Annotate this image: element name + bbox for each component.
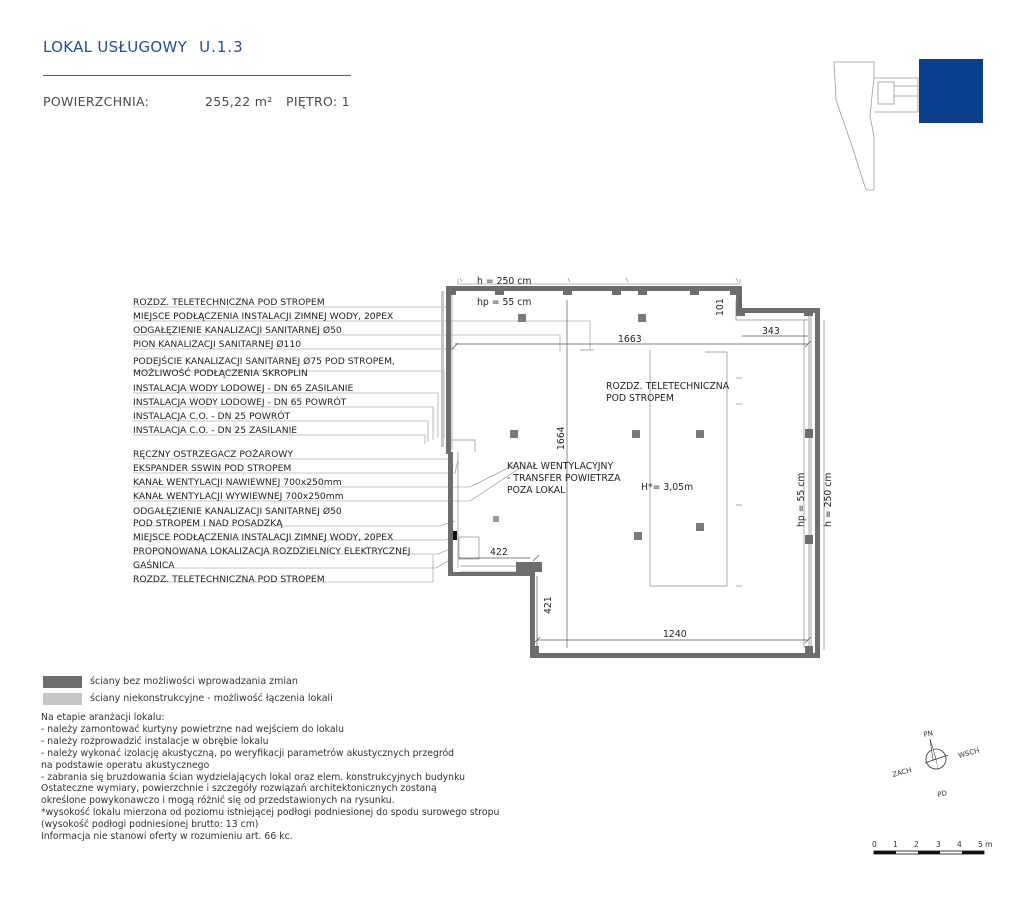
title-text: LOKAL USŁUGOWY <box>43 38 188 56</box>
callout-label: ROZDZ. TELETECHNICZNA POD STROPEM <box>133 574 325 585</box>
note-line: - należy rozprowadzić instalacje w obręb… <box>41 735 269 747</box>
duct-label-2: - TRANSFER POWIETRZA <box>507 473 621 484</box>
note-line: - zabrania się bruzdowania ścian wydziel… <box>41 771 466 783</box>
callout-label: ODGAŁĘZIENIE KANALIZACJI SANITARNEJ Ø50 <box>133 325 342 336</box>
callout-label: ODGAŁĘZIENIE KANALIZACJI SANITARNEJ Ø50 <box>133 506 342 517</box>
plan-h-top: h = 250 cm <box>477 276 531 287</box>
legend-swatch-dark <box>43 675 82 688</box>
page-title: LOKAL USŁUGOWY U.1.3 <box>43 38 244 56</box>
plan-hp-right: hp = 55 cm <box>796 473 807 527</box>
key-plan-unit-highlight <box>919 59 983 123</box>
scale-bar: 0 1 2 3 4 5 m <box>872 840 992 855</box>
callout-label: KANAŁ WENTYLACJI WYWIEWNEJ 700x250mm <box>133 491 344 502</box>
callout-label: PROPONOWANA LOKALIZACJA ROZDZIELNICY ELE… <box>133 546 411 557</box>
area-label: POWIERZCHNIA: <box>43 94 150 109</box>
dim-1664: 1664 <box>556 426 567 450</box>
compass-west: ZACH <box>891 766 912 779</box>
compass-south: PD <box>937 789 948 799</box>
callout-label: INSTALACJA C.O. - DN 25 POWRÓT <box>133 410 290 422</box>
dim-343: 343 <box>762 326 780 337</box>
note-line: Na etapie aranżacji lokalu: <box>41 712 165 723</box>
note-line: Informacja nie stanowi oferty w rozumien… <box>41 831 293 843</box>
note-line: - należy zamontować kurtyny powietrzne n… <box>41 723 345 735</box>
callout-label: PODEJŚCIE KANALIZACJI SANITARNEJ Ø75 POD… <box>133 355 395 367</box>
note-line: na podstawie operatu akustycznego <box>41 759 210 771</box>
key-plan <box>833 59 983 191</box>
callout-label: MIEJSCE PODŁĄCZENIA INSTALACJI ZIMNEJ WO… <box>133 532 393 543</box>
scale-tick: 0 <box>872 840 877 849</box>
note-line: Ostateczne wymiary, powierzchnie i szcze… <box>41 783 437 795</box>
floor-plan: h = 250 cm hp = 55 cm 343 1663 422 1240 … <box>133 276 834 658</box>
duct-label-1: KANAŁ WENTYLACYJNY <box>507 461 613 472</box>
callout-label: INSTALACJA WODY LODOWEJ - DN 65 POWRÓT <box>133 396 347 408</box>
callout-label: ROZDZ. TELETECHNICZNA POD STROPEM <box>133 297 325 308</box>
scale-tick: 4 <box>957 840 962 849</box>
height-label: H*= 3,05m <box>641 482 693 493</box>
legend-swatch-light <box>43 692 82 705</box>
duct-label-3: POZA LOKAL <box>507 485 566 496</box>
dim-422: 422 <box>490 547 508 558</box>
dim-1663: 1663 <box>618 334 642 345</box>
area-value: 255,22 m² <box>205 94 273 109</box>
note-line: *wysokość lokalu mierzona od poziomu ist… <box>41 807 500 819</box>
note-line: określone powykonawczo i mogą różnić się… <box>41 795 395 807</box>
plan-hp-top: hp = 55 cm <box>477 297 531 308</box>
callout-label: MIEJSCE PODŁĄCZENIA INSTALACJI ZIMNEJ WO… <box>133 311 393 322</box>
callout-label: INSTALACJA C.O. - DN 25 ZASILANIE <box>133 425 297 436</box>
note-line: - należy wykonać izolację akustyczną, po… <box>41 747 455 759</box>
room-label-2: POD STROPEM <box>606 393 674 404</box>
scale-tick: 2 <box>914 840 919 849</box>
compass-icon: PN WSCH PD ZACH <box>891 729 980 799</box>
notes: Na etapie aranżacji lokalu: - należy zam… <box>41 712 561 843</box>
unit-number: U.1.3 <box>199 38 244 56</box>
scale-tick: 1 <box>893 840 898 849</box>
scale-tick: 5 m <box>978 840 992 849</box>
scale-tick: 3 <box>936 840 941 849</box>
dim-1240: 1240 <box>663 629 687 640</box>
compass-north: PN <box>923 729 934 739</box>
legend-label: ściany niekonstrukcyjne - możliwość łącz… <box>90 693 333 704</box>
note-line: (wysokość podłogi podniesionej brutto: 1… <box>41 819 259 831</box>
legend-label: ściany bez możliwości wprowadzania zmian <box>90 676 298 687</box>
legend-partition: ściany niekonstrukcyjne - możliwość łącz… <box>43 692 333 705</box>
title-rule <box>43 75 351 76</box>
callout-label: MOŻLIWOŚĆ PODŁĄCZENIA SKROPLIN <box>133 367 308 379</box>
plan-h-right: h = 250 cm <box>823 473 834 527</box>
callout-label: GAŚNICA <box>133 559 175 571</box>
callout-label: PION KANALIZACJI SANITARNEJ Ø110 <box>133 339 301 350</box>
callout-label: INSTALACJA WODY LODOWEJ - DN 65 ZASILANI… <box>133 383 354 394</box>
callout-label: EKSPANDER SSWIN POD STROPEM <box>133 463 291 474</box>
callout-label: RĘCZNY OSTRZEGACZ POŻAROWY <box>133 449 293 460</box>
room-label-1: ROZDZ. TELETECHNICZNA <box>606 381 730 392</box>
legend-structural: ściany bez możliwości wprowadzania zmian <box>43 675 298 688</box>
callout-label: POD STROPEM I NAD POSADZKĄ <box>133 518 283 529</box>
compass-east: WSCH <box>957 747 980 760</box>
dim-421: 421 <box>543 596 554 614</box>
callout-label: KANAŁ WENTYLACJI NAWIEWNEJ 700x250mm <box>133 477 342 488</box>
floor-text: PIĘTRO: 1 <box>286 94 350 109</box>
dim-101: 101 <box>715 298 726 316</box>
